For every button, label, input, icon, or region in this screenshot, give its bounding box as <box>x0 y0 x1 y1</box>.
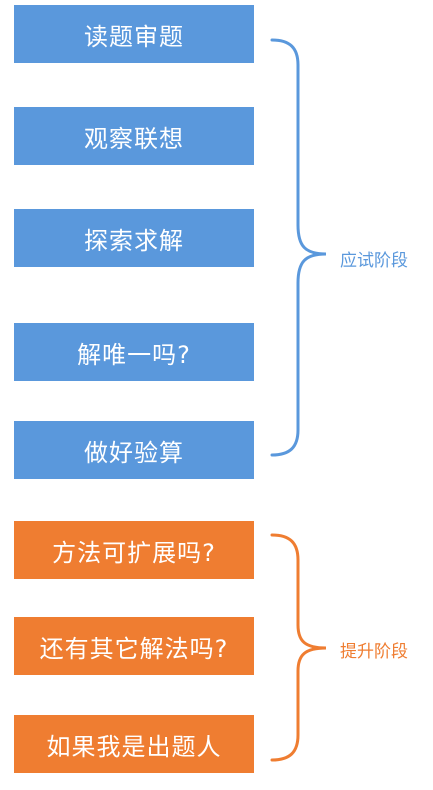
stage1-brace <box>270 38 327 457</box>
stage2-brace <box>270 533 327 762</box>
step-box-4: 解唯一吗? <box>14 323 254 381</box>
step-box-2: 观察联想 <box>14 107 254 165</box>
stage2-label: 提升阶段 <box>340 642 408 662</box>
step-box-6: 方法可扩展吗? <box>14 521 254 579</box>
step-box-3: 探索求解 <box>14 209 254 267</box>
step-box-5: 做好验算 <box>14 421 254 479</box>
stage1-label: 应试阶段 <box>340 251 408 271</box>
step-box-7: 还有其它解法吗? <box>14 617 254 675</box>
step-box-8: 如果我是出题人 <box>14 715 254 773</box>
step-box-1: 读题审题 <box>14 5 254 63</box>
